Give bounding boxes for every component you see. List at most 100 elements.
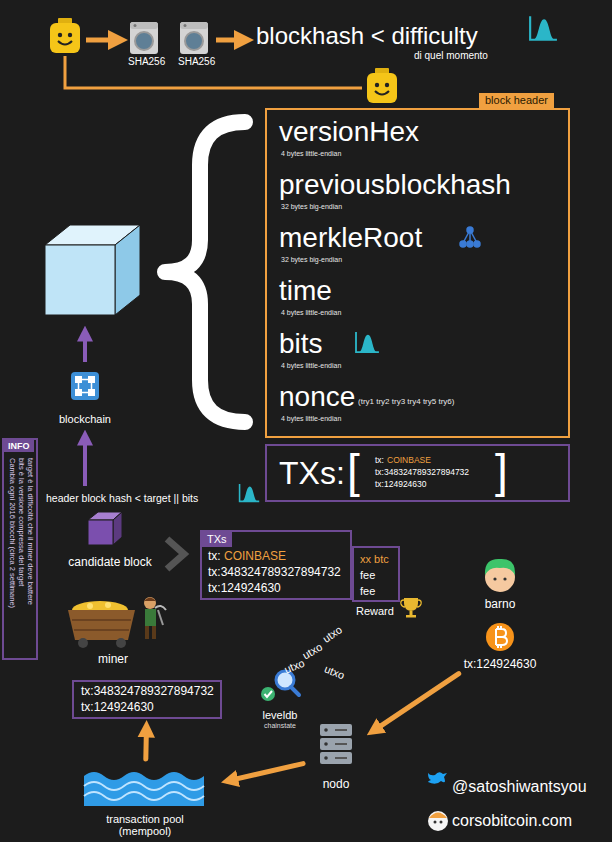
blockchain-icon	[88, 376, 95, 383]
node-text: nodo	[323, 778, 350, 792]
node-text: bits è la versione compressa del target	[17, 458, 26, 586]
miner-icon	[144, 598, 156, 602]
mempool-waves	[84, 772, 204, 806]
hash-flow	[65, 56, 362, 88]
miner-icon	[68, 597, 166, 648]
info-box: INFO target è la difficoltà che il miner …	[2, 438, 38, 660]
miner-icon: miner	[58, 585, 168, 667]
node-text: Cambia ogni 2016 blocchi (circa 2 settim…	[8, 458, 17, 608]
person-avatar	[485, 559, 515, 575]
leveldb-icon	[261, 671, 299, 701]
node-text: tx:	[208, 550, 221, 564]
node-text: 4 bytes little-endian	[281, 309, 341, 317]
bell-icon	[240, 484, 260, 501]
mempool-waves	[84, 782, 204, 790]
node-text: (try1 try2 try3 try4 try5 try6)	[358, 397, 454, 406]
node-text: bits	[279, 330, 323, 358]
label: di quel momento	[414, 50, 488, 62]
node-text: 4 bytes little-endian	[281, 150, 341, 158]
node-text: tx:124924630	[464, 658, 537, 672]
candidate-cube	[88, 520, 113, 545]
hash-flow	[50, 18, 80, 53]
site-icon	[434, 821, 437, 824]
block-cube	[115, 225, 140, 315]
leveldb-icon	[291, 687, 299, 695]
node-text: previousblockhash	[279, 171, 511, 199]
label: @satoshiwantsyou	[452, 778, 587, 796]
trophy-icon	[401, 600, 405, 607]
node-text: TXs:	[279, 457, 345, 489]
server-icon	[324, 728, 328, 732]
node-text: nonce	[279, 383, 355, 411]
miner-icon	[87, 603, 93, 609]
heading-tag: INFO	[4, 440, 34, 452]
person-avatar: barno	[470, 550, 530, 612]
blockchain-icon	[88, 389, 95, 396]
node-text: xx btc	[360, 553, 389, 566]
bitcoin-tx: tx:124924630	[445, 620, 555, 672]
brace	[165, 122, 245, 422]
label: SHA256	[128, 56, 165, 68]
block-cube	[45, 245, 115, 315]
miner-icon	[116, 638, 126, 648]
node-text: merkleRoot	[279, 224, 422, 252]
trophy-icon	[417, 600, 421, 607]
bitcoin-coin	[486, 623, 514, 651]
leveldb-icon	[261, 687, 275, 701]
label: SHA256	[178, 56, 215, 68]
node-text: target è la difficoltà che il miner deve…	[26, 458, 35, 605]
node-text: tx:348324789327894732	[208, 566, 341, 580]
node-text: 4 bytes little-endian	[281, 415, 341, 423]
miner-icon	[158, 610, 163, 625]
node-text: COINBASE	[387, 456, 431, 466]
bitcoin-coin	[486, 623, 514, 651]
blockchain-icon	[75, 376, 82, 383]
node-text: 32 bytes big-endian	[281, 256, 342, 264]
block-cube	[45, 225, 140, 315]
mempool-waves	[84, 772, 204, 806]
node-text: leveldb	[263, 709, 298, 722]
bell-icon	[356, 332, 379, 352]
node-text: versionHex	[279, 118, 419, 146]
blockchain-icon	[71, 372, 99, 400]
node-text: [	[347, 448, 360, 494]
bitcoin-coin	[496, 626, 507, 648]
leveldb-icon	[265, 691, 273, 697]
utxo-label: utxo	[320, 623, 344, 645]
mempool: transaction pool (mempool)	[70, 762, 220, 838]
label: blockhash < difficulty	[256, 22, 478, 50]
site-icon	[428, 811, 448, 831]
miner-icon	[145, 609, 156, 626]
node-text: fee	[360, 585, 375, 598]
mempool-waves	[84, 792, 204, 800]
node-text: miner	[98, 653, 128, 667]
node-text: barno	[485, 598, 516, 612]
merkle-icon	[467, 241, 473, 247]
server-node: nodo	[306, 720, 366, 792]
server-icon	[324, 756, 328, 760]
hash-flow	[130, 22, 158, 54]
node-text: chainstate	[264, 722, 296, 730]
candidate-block: candidate block	[45, 508, 175, 570]
flow-arrow	[228, 764, 303, 781]
chevron	[167, 539, 184, 569]
blockchain-icon	[71, 372, 99, 400]
blockchain-icon: blockchain	[55, 370, 115, 426]
heading-tag: TXs	[202, 532, 232, 547]
label: corsobitcoin.com	[452, 812, 572, 830]
hash-flow	[367, 68, 397, 103]
blockchain-icon	[79, 380, 92, 393]
merkle-icon	[474, 241, 480, 247]
hash-flow	[180, 22, 208, 54]
miner-icon	[155, 606, 166, 610]
trophy-icon	[404, 598, 418, 611]
site-icon	[440, 821, 443, 824]
node-text: tx:348324789327894732	[81, 685, 214, 699]
utxo-label: utxo	[282, 657, 306, 677]
node-text: candidate block	[68, 556, 151, 570]
node-text: tx:124924630	[375, 480, 427, 490]
node-text: tx:124924630	[208, 582, 281, 596]
miner-icon	[145, 626, 149, 639]
reward-column: xx btcfeefee	[352, 546, 400, 602]
